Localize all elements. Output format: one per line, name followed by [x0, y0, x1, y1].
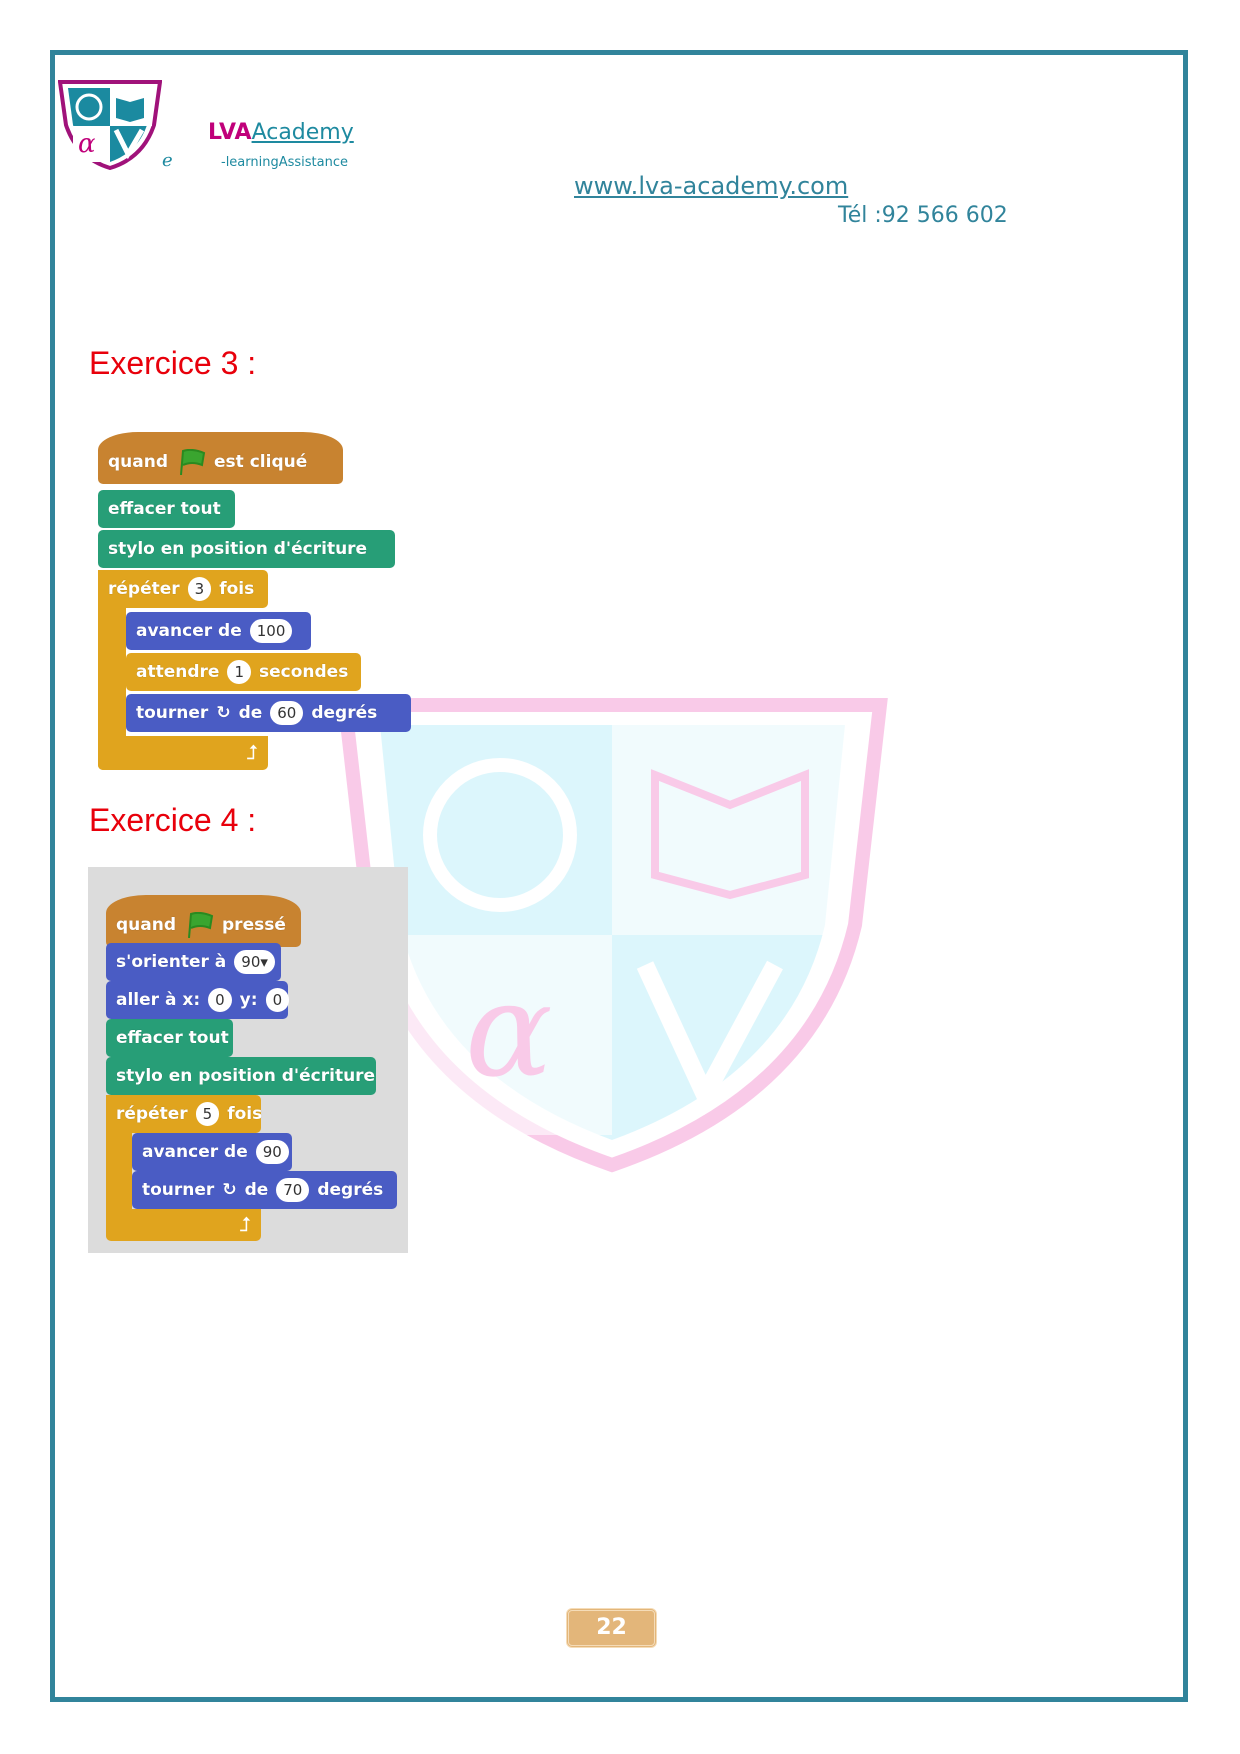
clear-block: effacer tout: [98, 490, 235, 528]
brand-name: LVAAcademy: [208, 120, 354, 145]
block-text: aller à x:: [116, 990, 201, 1010]
block-text: stylo en position d'écriture: [108, 539, 368, 559]
repeat-count-input[interactable]: 5: [195, 1102, 220, 1126]
block-text: effacer tout: [108, 499, 221, 519]
block-text: attendre: [136, 662, 220, 682]
block-text: répéter: [116, 1104, 188, 1124]
repeat-count-input[interactable]: 3: [187, 577, 212, 601]
block-text: fois: [227, 1104, 263, 1124]
block-text: de: [244, 1180, 269, 1200]
block-text: de: [238, 703, 263, 723]
block-text: répéter: [108, 579, 180, 599]
goto-xy-block: aller à x: 0 y: 0: [106, 981, 290, 1019]
when-flag-pressed-block: quand pressé: [106, 895, 301, 947]
page-number: 22: [566, 1608, 657, 1648]
loop-arrow-icon: ⮥: [246, 740, 258, 764]
block-text: y:: [239, 990, 258, 1010]
move-block: avancer de 90: [132, 1133, 292, 1171]
block-text: avancer de: [142, 1142, 248, 1162]
block-text: secondes: [259, 662, 349, 682]
block-text: est cliqué: [214, 452, 308, 472]
when-flag-clicked-block: quand est cliqué: [98, 432, 343, 484]
watermark-shield-logo: α: [337, 698, 888, 1173]
move-steps-input[interactable]: 90: [255, 1140, 289, 1164]
green-flag-icon: [180, 449, 206, 475]
brand-tagline: -learningAssistance: [221, 155, 348, 170]
move-block: avancer de 100: [126, 612, 311, 650]
exercise-4-title: Exercice 4 :: [89, 802, 257, 838]
green-flag-icon: [188, 912, 214, 938]
wait-block: attendre 1 secondes: [126, 653, 361, 691]
pen-down-block: stylo en position d'écriture: [98, 530, 395, 568]
repeat-bottom: ⮥: [98, 736, 268, 770]
point-direction-block: s'orienter à 90▾: [106, 943, 281, 981]
turn-block: tourner ↻ de 70 degrés: [132, 1171, 397, 1209]
svg-text:α: α: [78, 129, 96, 159]
logo-letter: e: [162, 150, 173, 171]
pen-down-block: stylo en position d'écriture: [106, 1057, 376, 1095]
move-steps-input[interactable]: 100: [249, 619, 293, 643]
turn-right-icon: ↻: [216, 703, 231, 723]
repeat-block: répéter 3 fois: [98, 570, 268, 608]
x-input[interactable]: 0: [208, 988, 232, 1012]
block-text: quand: [116, 915, 177, 935]
block-text: tourner: [136, 703, 209, 723]
brand-academy: Academy: [251, 120, 354, 145]
phone-number: Tél :92 566 602: [838, 203, 1008, 228]
page-border: [50, 50, 1188, 1702]
turn-block: tourner ↻ de 60 degrés: [126, 694, 411, 732]
brand-lva: LVA: [208, 120, 252, 145]
loop-arrow-icon: ⮥: [239, 1212, 251, 1236]
y-input[interactable]: 0: [265, 988, 290, 1012]
block-text: degrés: [317, 1180, 384, 1200]
block-text: avancer de: [136, 621, 242, 641]
block-text: tourner: [142, 1180, 215, 1200]
direction-dropdown[interactable]: 90▾: [234, 950, 275, 974]
block-text: s'orienter à: [116, 952, 227, 972]
block-text: effacer tout: [116, 1028, 229, 1048]
exercise-3-title: Exercice 3 :: [89, 345, 257, 381]
turn-degrees-input[interactable]: 60: [270, 701, 304, 725]
turn-degrees-input[interactable]: 70: [276, 1178, 310, 1202]
block-text: pressé: [222, 915, 286, 935]
lva-academy-logo: α: [58, 80, 162, 170]
clear-block: effacer tout: [106, 1019, 233, 1057]
block-text: quand: [108, 452, 169, 472]
website-link[interactable]: www.lva-academy.com: [574, 172, 849, 200]
turn-right-icon: ↻: [222, 1180, 237, 1200]
block-text: stylo en position d'écriture: [116, 1066, 376, 1086]
block-text: fois: [219, 579, 255, 599]
repeat-block: répéter 5 fois: [106, 1095, 263, 1133]
repeat-bottom: ⮥: [106, 1209, 261, 1241]
block-text: degrés: [311, 703, 378, 723]
svg-text:α: α: [465, 954, 553, 1106]
wait-seconds-input[interactable]: 1: [227, 660, 251, 684]
